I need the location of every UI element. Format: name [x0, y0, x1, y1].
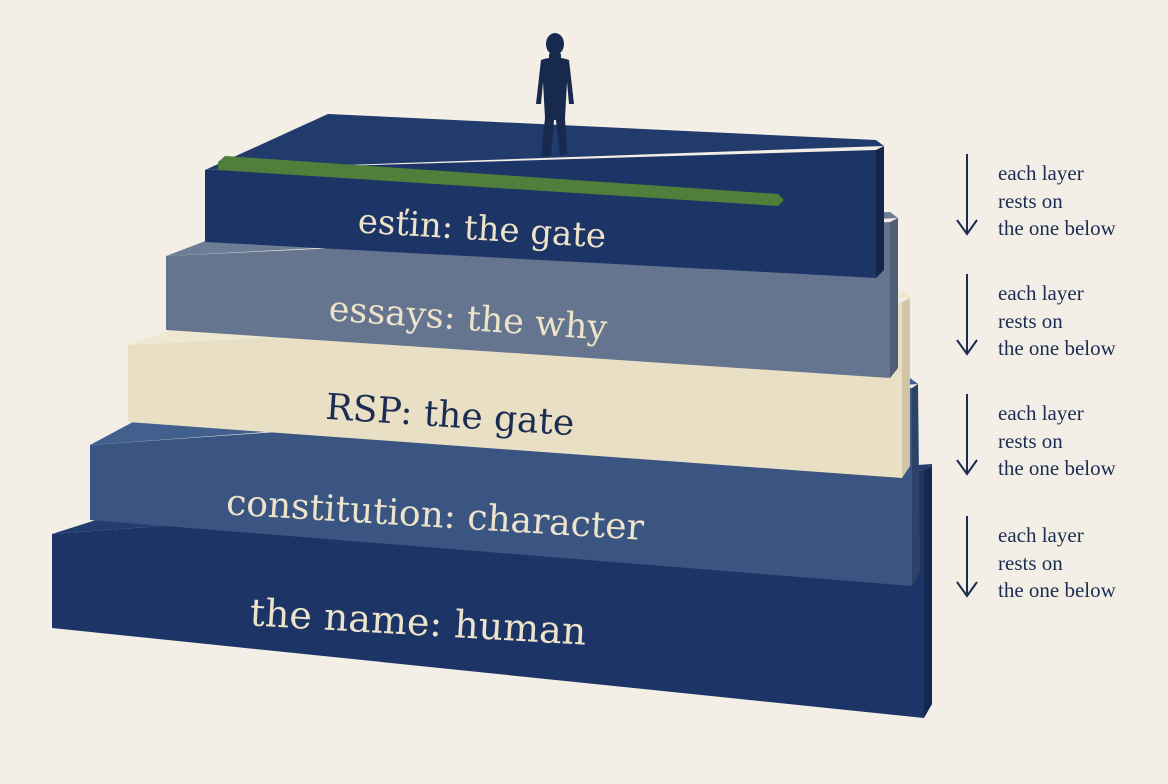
layer-side	[890, 218, 898, 378]
layer-side	[912, 384, 920, 586]
person-silhouette-icon	[536, 33, 574, 156]
annotation-2: each layer rests on the one below	[955, 272, 1155, 362]
arrow-down-icon	[956, 274, 978, 356]
annotation-line: rests on	[998, 428, 1063, 453]
annotation-line: each layer	[998, 523, 1084, 547]
layer-side	[876, 146, 884, 278]
arrow-down-icon	[956, 516, 978, 598]
annotation-text: each layer rests on the one below	[998, 400, 1116, 483]
layer-front	[205, 150, 876, 278]
annotation-text: each layer rests on the one below	[998, 280, 1116, 363]
layer-side	[902, 298, 910, 478]
annotation-line: rests on	[998, 308, 1063, 333]
annotation-line: each layer	[998, 161, 1084, 185]
annotation-line: the one below	[998, 336, 1116, 360]
arrow-down-icon	[956, 154, 978, 236]
annotation-line: each layer	[998, 281, 1084, 305]
annotation-line: each layer	[998, 401, 1084, 425]
annotation-line: rests on	[998, 188, 1063, 213]
annotation-line: the one below	[998, 216, 1116, 240]
annotation-1: each layer rests on the one below	[955, 152, 1155, 242]
annotation-text: each layer rests on the one below	[998, 160, 1116, 243]
annotation-line: the one below	[998, 456, 1116, 480]
annotation-text: each layer rests on the one below	[998, 522, 1116, 605]
accent-stripe	[218, 156, 784, 206]
annotation-line: the one below	[998, 578, 1116, 602]
annotation-line: rests on	[998, 550, 1063, 575]
annotation-4: each layer rests on the one below	[955, 514, 1155, 604]
annotation-3: each layer rests on the one below	[955, 392, 1155, 482]
arrow-down-icon	[956, 394, 978, 476]
layer-side	[924, 466, 932, 718]
